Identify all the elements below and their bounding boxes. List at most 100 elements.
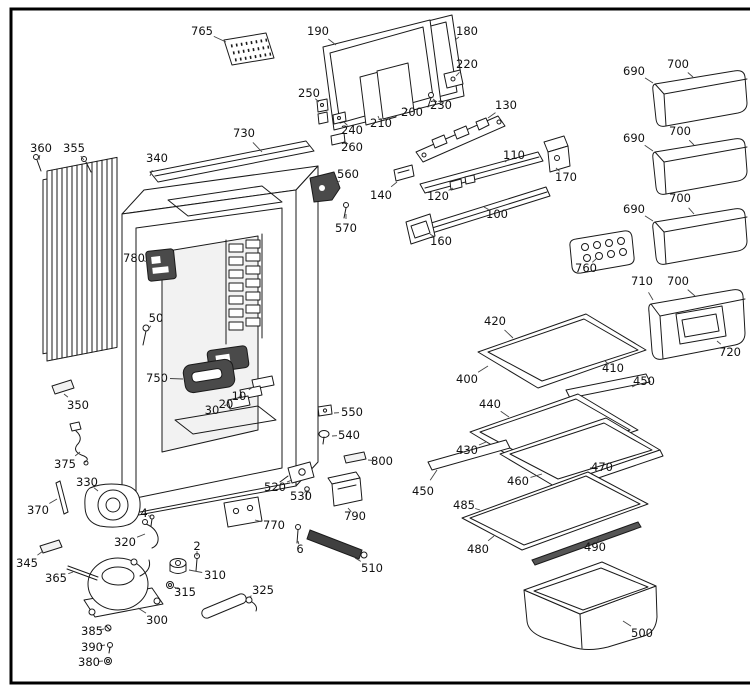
leader-line-180 bbox=[454, 36, 460, 41]
interior-parts-10-20-30 bbox=[227, 375, 275, 410]
leader-line-340 bbox=[149, 169, 153, 177]
leader-line-365 bbox=[68, 571, 74, 575]
leader-line-720 bbox=[716, 340, 722, 345]
part-label-315: 315 bbox=[174, 585, 196, 599]
leader-line-485 bbox=[475, 508, 481, 511]
part-label-380: 380 bbox=[78, 655, 100, 669]
screw-355 bbox=[81, 156, 92, 173]
leader-line-370 bbox=[49, 498, 58, 504]
bracket-170 bbox=[543, 135, 571, 173]
leader-line-325 bbox=[246, 595, 252, 599]
leader-line-200 bbox=[403, 107, 408, 111]
fastener-385 bbox=[104, 624, 112, 632]
screw-530 bbox=[304, 486, 310, 500]
part-label-10: 10 bbox=[232, 389, 247, 403]
leader-line-6 bbox=[297, 540, 300, 545]
leader-line-765 bbox=[213, 35, 227, 43]
leader-line-460 bbox=[530, 473, 543, 478]
part-label-30: 30 bbox=[205, 403, 220, 417]
leader-line-790 bbox=[347, 507, 352, 513]
part-label-700: 700 bbox=[669, 124, 691, 138]
part-label-570: 570 bbox=[335, 221, 357, 235]
part-label-460: 460 bbox=[507, 474, 529, 488]
leader-line-780 bbox=[143, 260, 149, 263]
part-label-430: 430 bbox=[456, 443, 478, 457]
leader-line-315 bbox=[173, 586, 179, 590]
bracket-140 bbox=[393, 164, 415, 182]
part-label-400: 400 bbox=[456, 372, 478, 386]
leader-line-700 bbox=[688, 139, 695, 146]
part-label-200: 200 bbox=[401, 105, 423, 119]
part-label-800: 800 bbox=[371, 454, 393, 468]
part-label-310: 310 bbox=[204, 568, 226, 582]
leader-line-310 bbox=[188, 569, 203, 573]
leader-line-690 bbox=[644, 144, 654, 152]
part-label-6: 6 bbox=[296, 542, 303, 556]
grommet-310 bbox=[169, 558, 187, 574]
leader-line-350 bbox=[63, 393, 69, 398]
part-label-390: 390 bbox=[81, 640, 103, 654]
leader-line-375 bbox=[74, 451, 81, 457]
part-label-690: 690 bbox=[623, 202, 645, 216]
wire-harness-375 bbox=[69, 421, 89, 466]
leader-line-510 bbox=[354, 557, 362, 562]
screw-4 bbox=[149, 514, 155, 527]
leader-line-700 bbox=[688, 207, 695, 215]
leader-line-440 bbox=[500, 410, 510, 418]
leader-line-760 bbox=[592, 258, 597, 263]
part-label-360: 360 bbox=[30, 141, 52, 155]
leader-line-130 bbox=[487, 112, 496, 119]
rail-510 bbox=[306, 529, 368, 560]
small-parts-door-top bbox=[316, 69, 464, 146]
tray-160 bbox=[405, 213, 436, 245]
leader-line-4 bbox=[148, 515, 152, 518]
part-label-330: 330 bbox=[76, 475, 98, 489]
part-label-480: 480 bbox=[467, 542, 489, 556]
part-label-170: 170 bbox=[555, 170, 577, 184]
bracket-560 bbox=[309, 171, 341, 203]
part-label-230: 230 bbox=[430, 98, 452, 112]
part-label-420: 420 bbox=[484, 314, 506, 328]
leader-line-730 bbox=[252, 142, 263, 153]
part-label-140: 140 bbox=[370, 188, 392, 202]
part-label-765: 765 bbox=[191, 24, 213, 38]
part-label-500: 500 bbox=[631, 626, 653, 640]
leader-line-385 bbox=[99, 628, 105, 631]
leader-line-690 bbox=[644, 215, 654, 222]
leader-line-100 bbox=[483, 206, 489, 210]
leader-line-250 bbox=[315, 98, 320, 103]
door-bin-2 bbox=[652, 138, 748, 195]
leader-line-700 bbox=[687, 289, 696, 297]
part-550 bbox=[317, 404, 333, 417]
part-label-160: 160 bbox=[430, 234, 452, 248]
leader-line-230 bbox=[432, 98, 438, 103]
cabinet bbox=[121, 165, 319, 519]
part-label-450: 450 bbox=[633, 374, 655, 388]
part-label-690: 690 bbox=[623, 131, 645, 145]
rod-365 bbox=[66, 565, 99, 581]
leader-line-210 bbox=[377, 115, 380, 119]
leader-line-400 bbox=[477, 365, 489, 373]
part-label-110: 110 bbox=[503, 148, 525, 162]
trim-450-right bbox=[565, 373, 651, 399]
part-label-130: 130 bbox=[495, 98, 517, 112]
part-label-750: 750 bbox=[146, 371, 168, 385]
part-label-730: 730 bbox=[233, 126, 255, 140]
box-790 bbox=[327, 471, 363, 507]
screw-570 bbox=[343, 202, 349, 219]
leader-line-220 bbox=[455, 71, 460, 77]
pin-370 bbox=[55, 480, 69, 515]
leader-line-690 bbox=[644, 77, 654, 84]
leader-line-140 bbox=[390, 181, 398, 188]
screw-360 bbox=[33, 154, 42, 172]
part-label-370: 370 bbox=[27, 503, 49, 517]
part-label-770: 770 bbox=[263, 518, 285, 532]
part-label-560: 560 bbox=[337, 167, 359, 181]
leader-line-710 bbox=[648, 292, 654, 301]
part-label-220: 220 bbox=[456, 57, 478, 71]
leader-line-390 bbox=[100, 644, 106, 647]
fastener-380 bbox=[104, 657, 112, 665]
